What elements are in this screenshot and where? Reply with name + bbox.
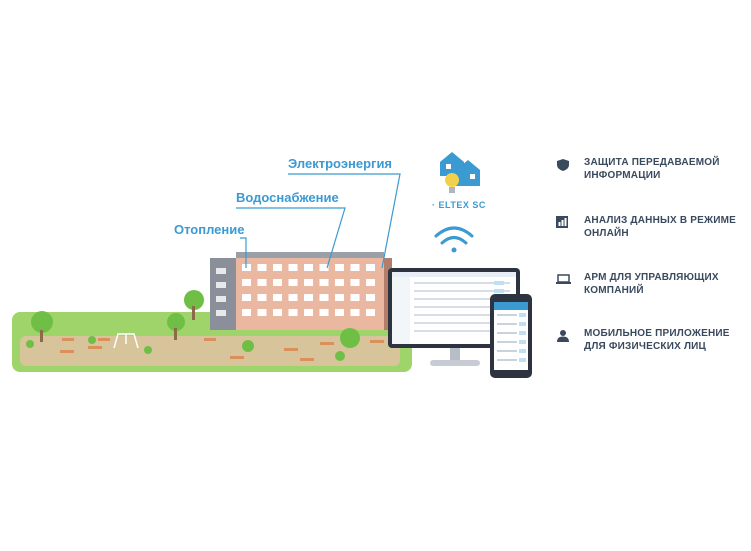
benches xyxy=(60,338,384,361)
table-row xyxy=(414,298,510,300)
label-heating: Отопление xyxy=(174,222,245,237)
trees xyxy=(26,290,360,361)
water-connector xyxy=(236,207,346,269)
table-row xyxy=(414,282,510,284)
window xyxy=(242,279,251,286)
window xyxy=(319,279,329,286)
list-badge xyxy=(519,358,526,362)
list-item xyxy=(497,359,517,361)
feature-workstation-line1: АРМ ДЛЯ УПРАВЛЯЮЩИХ xyxy=(584,272,719,283)
smart-home-bulb-icon xyxy=(440,152,480,193)
feature-security-line1: ЗАЩИТА ПЕРЕДАВАЕМОЙ xyxy=(584,157,720,168)
mobile-phone xyxy=(490,294,532,378)
feature-analytics-line1: АНАЛИЗ ДАННЫХ В РЕЖИМЕ xyxy=(584,215,737,226)
row-badge xyxy=(494,281,504,285)
brand-name: ELTEX SC xyxy=(438,200,486,210)
window xyxy=(366,264,375,271)
row-badge xyxy=(494,289,504,293)
window xyxy=(257,279,267,286)
building-windows xyxy=(242,264,375,316)
list-item xyxy=(497,323,517,325)
apartment-building xyxy=(210,252,392,330)
table-row xyxy=(414,314,510,316)
user-icon xyxy=(557,330,569,342)
window xyxy=(257,294,267,301)
brand-dots-icon: · xyxy=(432,200,436,210)
list-badge xyxy=(519,331,526,335)
label-water: Водоснабжение xyxy=(236,190,339,205)
window xyxy=(319,294,329,301)
shield-icon xyxy=(557,159,569,171)
window xyxy=(335,294,344,301)
window xyxy=(257,264,267,271)
window xyxy=(350,294,360,301)
window xyxy=(350,279,360,286)
list-badge xyxy=(519,349,526,353)
wifi-icon xyxy=(434,226,474,253)
window xyxy=(288,264,298,271)
window xyxy=(319,309,329,316)
feature-item-security: ЗАЩИТА ПЕРЕДАВАЕМОЙ ИНФОРМАЦИИ xyxy=(556,156,746,214)
window xyxy=(288,279,298,286)
window xyxy=(273,264,282,271)
list-item xyxy=(497,314,517,316)
window xyxy=(304,279,313,286)
window xyxy=(273,309,282,316)
window xyxy=(242,294,251,301)
table-row xyxy=(414,330,510,332)
window xyxy=(304,264,313,271)
feature-mobile-line2: ДЛЯ ФИЗИЧЕСКИХ ЛИЦ xyxy=(584,341,707,352)
window xyxy=(366,294,375,301)
window xyxy=(335,309,344,316)
phone-list-rows xyxy=(497,313,526,362)
window xyxy=(366,279,375,286)
window xyxy=(304,309,313,316)
feature-item-analytics: АНАЛИЗ ДАННЫХ В РЕЖИМЕ ОНЛАЙН xyxy=(556,214,746,271)
window xyxy=(304,294,313,301)
feature-workstation-line2: КОМПАНИЙ xyxy=(584,285,644,296)
table-row xyxy=(414,290,510,292)
window xyxy=(257,309,267,316)
label-electricity: Электроэнергия xyxy=(288,156,393,171)
table-row xyxy=(414,322,510,324)
list-badge xyxy=(519,340,526,344)
list-badge xyxy=(519,313,526,317)
chart-icon xyxy=(556,216,568,228)
list-item xyxy=(497,350,517,352)
heating-connector xyxy=(240,237,247,268)
table-row xyxy=(414,306,510,308)
window xyxy=(319,264,329,271)
playground-swings xyxy=(113,333,139,349)
window xyxy=(288,309,298,316)
feature-item-mobile: МОБИЛЬНОЕ ПРИЛОЖЕНИЕ ДЛЯ ФИЗИЧЕСКИХ ЛИЦ xyxy=(556,327,746,383)
list-badge xyxy=(519,322,526,326)
window xyxy=(335,264,344,271)
feature-list: ЗАЩИТА ПЕРЕДАВАЕМОЙ ИНФОРМАЦИИ АНАЛИЗ ДА… xyxy=(556,156,746,383)
feature-security-line2: ИНФОРМАЦИИ xyxy=(584,170,661,181)
window xyxy=(273,279,282,286)
window xyxy=(350,264,360,271)
window xyxy=(335,279,344,286)
feature-mobile-line1: МОБИЛЬНОЕ ПРИЛОЖЕНИЕ xyxy=(584,328,730,339)
window xyxy=(366,309,375,316)
list-item xyxy=(497,332,517,334)
window xyxy=(288,294,298,301)
feature-item-workstation: АРМ ДЛЯ УПРАВЛЯЮЩИХ КОМПАНИЙ xyxy=(556,271,746,327)
brand-logo: · ELTEX SC xyxy=(432,200,486,210)
window xyxy=(350,309,360,316)
feature-analytics-line2: ОНЛАЙН xyxy=(584,228,629,239)
laptop-icon xyxy=(556,274,571,284)
window xyxy=(242,309,251,316)
window xyxy=(273,294,282,301)
list-item xyxy=(497,341,517,343)
electricity-connector xyxy=(288,173,401,269)
